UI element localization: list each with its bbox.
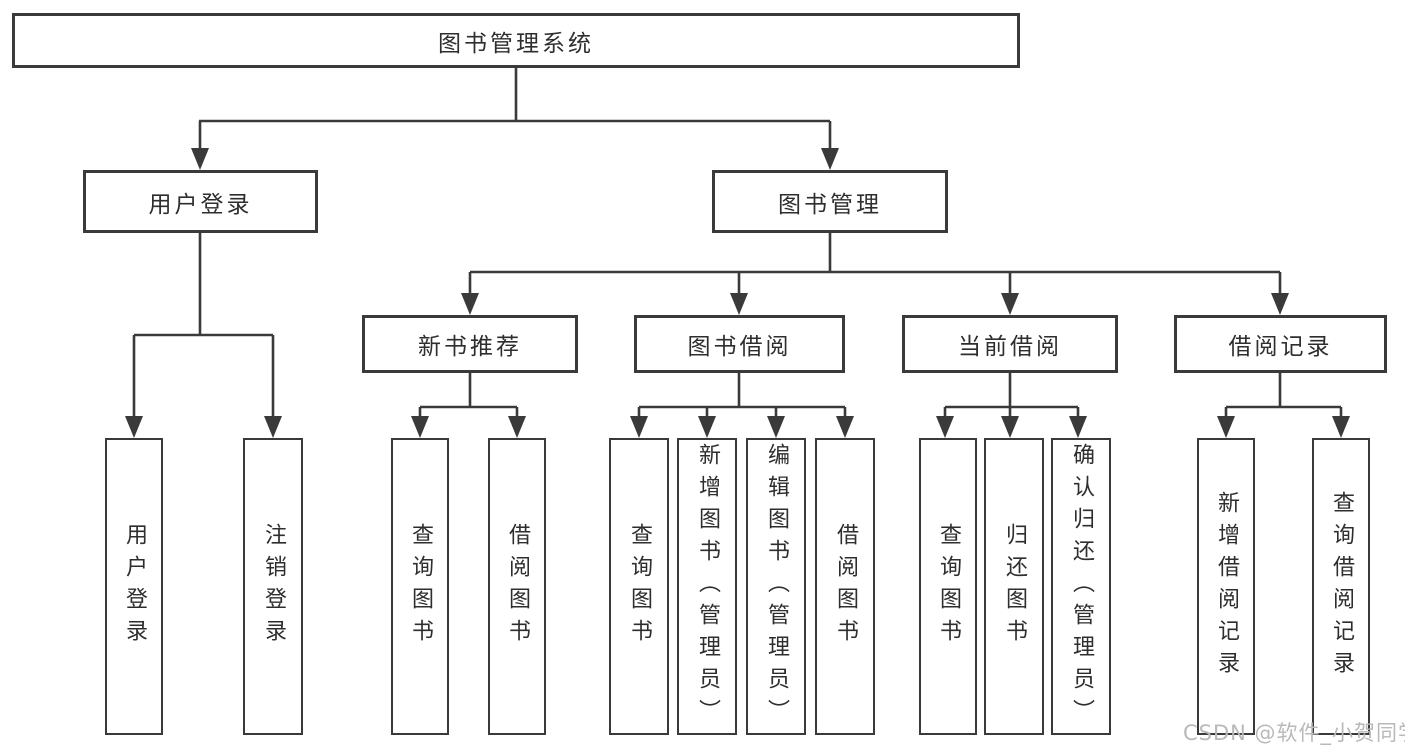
arrowhead-down-icon: [461, 293, 479, 315]
arrowhead-down-icon: [125, 416, 143, 438]
arrowhead-down-icon: [936, 416, 954, 438]
node-book-borrow: 图书借阅: [634, 315, 845, 373]
leaf-user-login: 用户登录: [105, 438, 163, 735]
leaf-add-borrow-record: 新增借阅记录: [1197, 438, 1255, 735]
leaf-edit-book-admin: 编辑图书（管理员）: [746, 438, 806, 735]
arrowhead-down-icon: [1069, 416, 1087, 438]
node-user-login: 用户登录: [83, 170, 318, 233]
node-root: 图书管理系统: [12, 13, 1020, 68]
arrowhead-down-icon: [821, 148, 839, 170]
arrowhead-down-icon: [411, 416, 429, 438]
arrowhead-down-icon: [630, 416, 648, 438]
arrowhead-down-icon: [836, 416, 854, 438]
leaf-query-books-3: 查询图书: [919, 438, 977, 735]
leaf-query-borrow-record: 查询借阅记录: [1312, 438, 1370, 735]
arrowhead-down-icon: [730, 293, 748, 315]
node-current-borrow: 当前借阅: [902, 315, 1118, 373]
leaf-logout: 注销登录: [243, 438, 303, 735]
arrowhead-down-icon: [508, 416, 526, 438]
node-borrow-records: 借阅记录: [1174, 315, 1387, 373]
node-book-management: 图书管理: [712, 170, 948, 233]
leaf-confirm-return-admin: 确认归还（管理员）: [1051, 438, 1111, 735]
leaf-query-books-2: 查询图书: [609, 438, 669, 735]
arrowhead-down-icon: [1271, 293, 1289, 315]
leaf-borrow-books-1: 借阅图书: [488, 438, 546, 735]
arrowhead-down-icon: [191, 148, 209, 170]
leaf-return-book: 归还图书: [984, 438, 1044, 735]
arrowhead-down-icon: [1217, 416, 1235, 438]
arrowhead-down-icon: [698, 416, 716, 438]
leaf-borrow-books-2: 借阅图书: [815, 438, 875, 735]
arrowhead-down-icon: [1001, 416, 1019, 438]
arrowhead-down-icon: [767, 416, 785, 438]
leaf-add-book-admin: 新增图书（管理员）: [677, 438, 737, 735]
arrowhead-down-icon: [264, 416, 282, 438]
arrowhead-down-icon: [1001, 293, 1019, 315]
leaf-query-books-1: 查询图书: [391, 438, 449, 735]
watermark: CSDN @软件_小贺同学: [1183, 721, 1405, 745]
arrowhead-down-icon: [1332, 416, 1350, 438]
node-new-book-recommend: 新书推荐: [362, 315, 578, 373]
